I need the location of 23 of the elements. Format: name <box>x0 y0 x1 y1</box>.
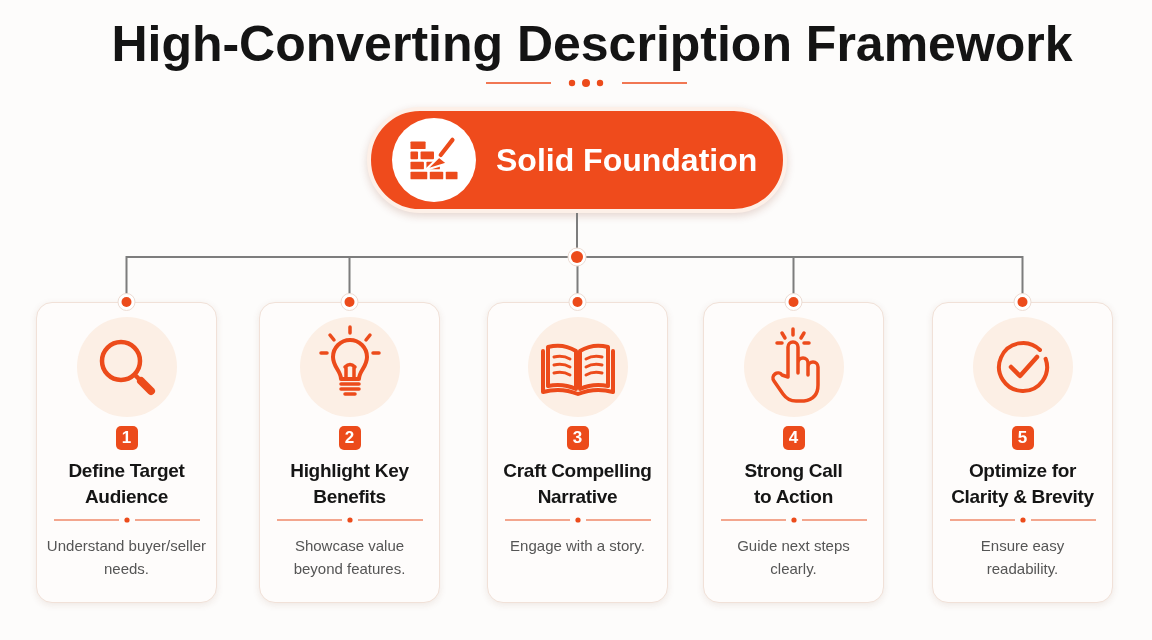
step-number: 1 <box>115 426 138 450</box>
step-description: Engage with a story. <box>510 537 645 554</box>
step-card <box>487 302 668 603</box>
step-card <box>703 302 884 603</box>
step-title: Craft Compelling Narrative <box>503 460 652 507</box>
diagram-title: High-Converting Description Framework <box>111 16 1073 72</box>
step-card <box>932 302 1113 603</box>
step-card <box>259 302 440 603</box>
step-title: Highlight Key Benefits <box>290 460 409 507</box>
step-number: 4 <box>782 426 805 450</box>
step-title: Define Target Audience <box>68 460 185 507</box>
step-title: Strong Call to Action <box>744 460 843 507</box>
step-description: Understand buyer/seller needs. <box>46 537 207 577</box>
step-description: Ensure easy readability. <box>980 537 1065 577</box>
foundation-pill <box>367 107 787 213</box>
step-description: Showcase value beyond features. <box>293 537 406 577</box>
step-card <box>36 302 217 603</box>
step-number: 2 <box>338 426 361 450</box>
step-number: 3 <box>566 426 589 450</box>
step-title: Optimize for Clarity & Brevity <box>951 460 1094 507</box>
step-description: Guide next steps clearly. <box>737 537 850 577</box>
pill-label: Solid Foundation <box>496 141 758 180</box>
step-number: 5 <box>1011 426 1034 450</box>
